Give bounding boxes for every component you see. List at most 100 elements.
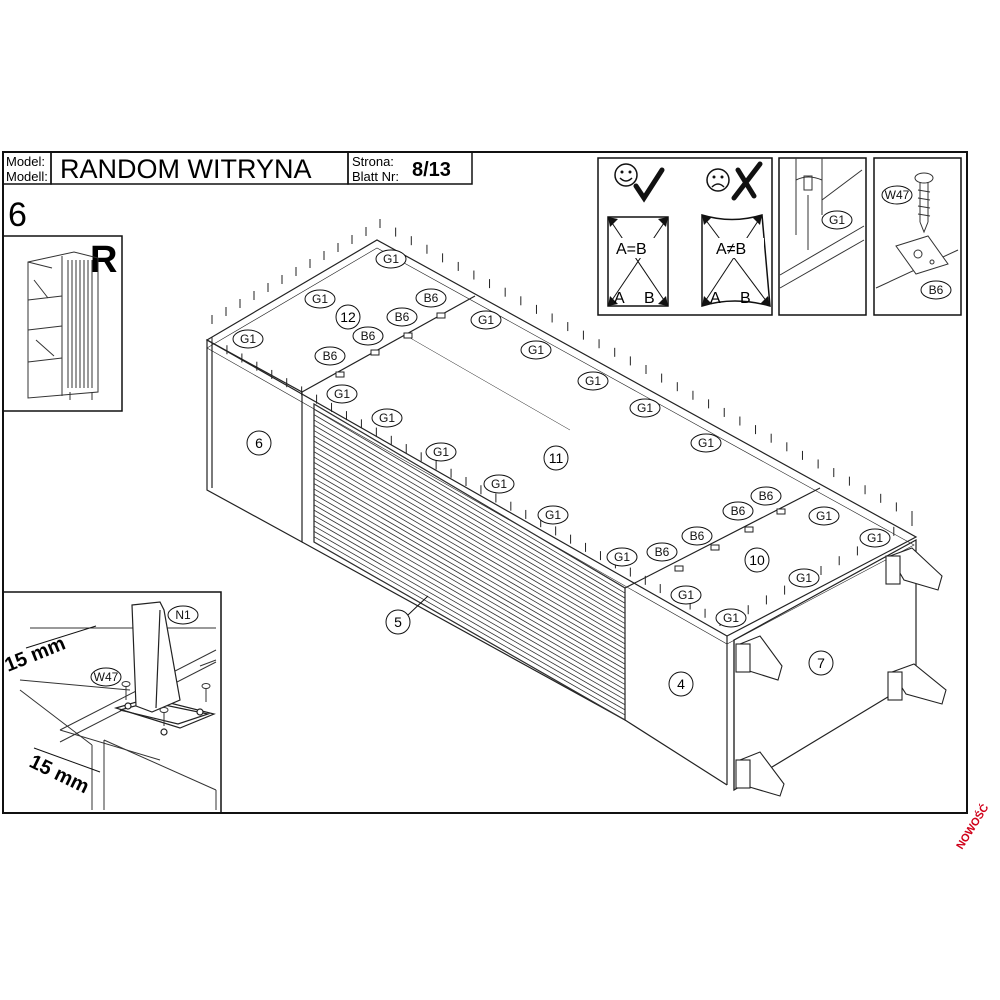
dowel-callout-label: G1: [678, 588, 694, 602]
dowel-callout: [808, 506, 840, 526]
part-10: 10: [749, 552, 765, 568]
step-number: 6: [8, 196, 27, 234]
page-label-2: Blatt Nr:: [352, 169, 399, 184]
dowel-callout: [520, 340, 552, 360]
cabinet-thumbnail-icon: [27, 251, 99, 400]
door-slat: [313, 483, 626, 665]
connector-detail: W47 B6: [873, 157, 962, 316]
hardware-labels: G1G1G1G1G1G1G1G1G1G1G1G1G1G1G1G1G1G1G1B6…: [232, 249, 891, 628]
door-slat: [313, 520, 626, 701]
connector-callout: [352, 326, 384, 346]
orientation-legend: A=B A B A≠B A B: [597, 157, 773, 316]
model-label-2: Modell:: [6, 169, 48, 184]
sad-face-icon: [706, 168, 730, 192]
door-slat: [313, 531, 626, 711]
cabinet-feet: [735, 547, 947, 797]
dowel-callout: [425, 442, 457, 462]
bad-corner-a: A: [710, 290, 721, 307]
door-slat: [313, 536, 626, 716]
dowel-callout-label: G1: [698, 436, 714, 450]
dowel-callout-label: G1: [867, 531, 883, 545]
dowel-callout-label: G1: [816, 509, 832, 523]
foot-detail: N1 W47 15 mm 15 mm: [2, 591, 222, 814]
cross-mark-icon: [731, 161, 763, 201]
connector-callout: [681, 526, 713, 546]
dowel-hole-marks: [211, 219, 913, 626]
dowel-callout-label: G1: [334, 387, 350, 401]
dowel-detail: G1: [778, 157, 867, 316]
connector-plate-icon: [875, 235, 959, 289]
door-slat: [313, 451, 626, 635]
door-slat: [313, 456, 626, 640]
screw-label: W47: [885, 188, 910, 202]
connector-callout: [415, 288, 447, 308]
dowel-callout-label: G1: [614, 550, 630, 564]
connector-callout-label: B6: [361, 329, 376, 343]
dowel-callout-label: G1: [637, 401, 653, 415]
door-slat: [313, 488, 626, 670]
detail-screw-label: W47: [94, 670, 119, 684]
connector-callout-label: B6: [690, 529, 705, 543]
door-slat: [313, 435, 626, 619]
door-slat: [313, 477, 626, 660]
door-slat: [313, 403, 626, 589]
foot-icon: [113, 601, 216, 736]
dowel-callout-label: G1: [545, 508, 561, 522]
connector-callout: [314, 346, 346, 366]
dowel-callout: [690, 433, 722, 453]
dowel-callout: [326, 384, 358, 404]
connector-callout-label: B6: [323, 349, 338, 363]
dowel-callout: [371, 408, 403, 428]
dowel-callout: [859, 528, 891, 548]
page-number: 8/13: [412, 159, 451, 181]
bad-formula: A≠B: [716, 241, 746, 258]
door-slat: [313, 414, 626, 599]
dowel-callout: [788, 568, 820, 588]
dowel-callout-label: G1: [240, 332, 256, 346]
model-label-1: Model:: [6, 154, 45, 169]
door-slat: [313, 525, 626, 706]
dowel-label: G1: [829, 213, 845, 227]
connector-callout: [646, 542, 678, 562]
connector-callout-label: B6: [759, 489, 774, 503]
connector-label: B6: [929, 283, 944, 297]
dowel-callout: [670, 585, 702, 605]
ok-corner-a: A: [614, 290, 625, 307]
connector-callout: [750, 486, 782, 506]
door-slat: [313, 472, 626, 655]
door-slat: [313, 440, 626, 624]
slat-door: [313, 403, 626, 721]
dim-top: 15 mm: [2, 632, 69, 676]
connector-callout-label: B6: [424, 291, 439, 305]
door-slat: [313, 424, 626, 609]
smiley-icon: [614, 163, 638, 187]
connector-callout-label: B6: [395, 310, 410, 324]
corner-stamp: NOWOŚĆ: [954, 802, 992, 852]
door-slat: [313, 499, 626, 680]
part-4: 4: [677, 676, 685, 692]
door-slat: [313, 408, 626, 594]
door-slat: [313, 462, 626, 645]
part-5: 5: [394, 614, 402, 630]
dowel-callout: [606, 547, 638, 567]
connector-marks: [335, 312, 786, 572]
part-numbers: 6 11 12 10 5 4 7: [246, 304, 834, 697]
thumbnail-box: R: [2, 235, 123, 412]
dowel-callout: [577, 371, 609, 391]
screw-icon: [914, 172, 934, 234]
ok-formula: A=B: [616, 241, 647, 258]
connector-callout-label: B6: [655, 545, 670, 559]
part-6: 6: [255, 435, 263, 451]
bad-corner-b: B: [740, 290, 751, 307]
dowel-callout-label: G1: [528, 343, 544, 357]
model-name: RANDOM WITRYNA: [60, 154, 312, 184]
dowel-callout: [304, 289, 336, 309]
dowel-callout: [232, 329, 264, 349]
dowel-callout: [375, 249, 407, 269]
page-label-1: Strona:: [352, 154, 394, 169]
dowel-callout: [537, 505, 569, 525]
series-mark: R: [90, 239, 117, 281]
dowel-callout-label: G1: [585, 374, 601, 388]
dowel-callout: [470, 310, 502, 330]
